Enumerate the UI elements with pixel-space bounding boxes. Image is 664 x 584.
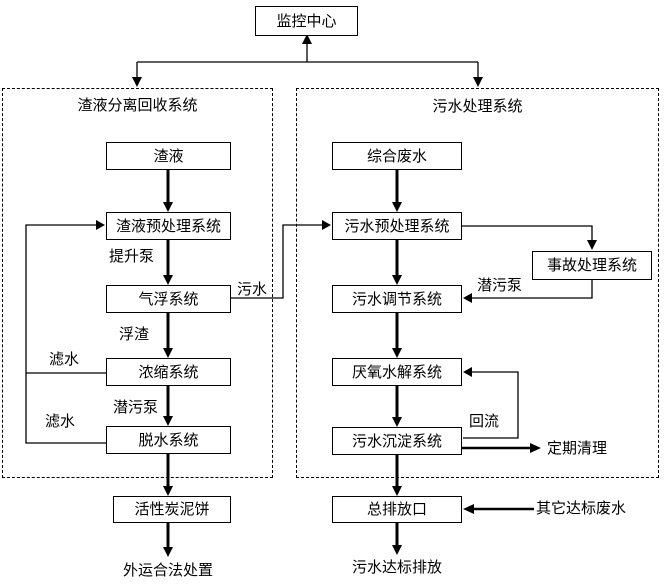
accident-link-out bbox=[462, 225, 597, 250]
sink-compliant-discharge: 污水达标排放 bbox=[351, 558, 442, 576]
node-accident-treatment: 事故处理系统 bbox=[532, 251, 652, 280]
right-flow-arrowheads bbox=[392, 202, 402, 555]
label-filtered-water-lower: 滤水 bbox=[45, 412, 76, 430]
label-scum: 浮渣 bbox=[119, 325, 150, 343]
label-sewage-out: 污水 bbox=[237, 280, 268, 298]
node-slag-liquid: 渣液 bbox=[106, 142, 231, 170]
sink-offsite-disposal: 外运合法处置 bbox=[122, 561, 213, 579]
node-sewage-regulation: 污水调节系统 bbox=[332, 285, 462, 313]
label-submersible-pump-left: 潜污泵 bbox=[113, 398, 159, 416]
monitor-center-node: 监控中心 bbox=[255, 6, 358, 36]
slag-separation-panel bbox=[2, 88, 273, 478]
sewage-panel-title: 污水处理系统 bbox=[432, 97, 523, 115]
label-filtered-water-upper: 滤水 bbox=[49, 350, 80, 368]
monitor-links bbox=[136, 39, 479, 79]
sewage-link bbox=[231, 220, 331, 299]
label-periodic-cleaning: 定期清理 bbox=[547, 439, 608, 457]
label-submersible-pump-right: 潜污泵 bbox=[477, 276, 523, 294]
slag-panel-title: 渣液分离回收系统 bbox=[77, 96, 198, 114]
monitor-link-arrowheads bbox=[132, 34, 483, 87]
node-sewage-sedimentation: 污水沉淀系统 bbox=[332, 427, 462, 455]
label-reflux: 回流 bbox=[469, 412, 500, 430]
sewage-treatment-panel bbox=[296, 88, 659, 478]
node-carbon-cake: 活性炭泥饼 bbox=[113, 496, 231, 523]
node-air-flotation: 气浮系统 bbox=[106, 285, 231, 313]
node-combined-wastewater: 综合废水 bbox=[332, 142, 462, 170]
node-concentration: 浓缩系统 bbox=[106, 358, 231, 386]
node-slag-pretreatment: 渣液预处理系统 bbox=[106, 212, 231, 240]
node-main-outfall: 总排放口 bbox=[332, 496, 462, 523]
accident-link-return bbox=[463, 280, 593, 303]
node-dewatering: 脱水系统 bbox=[106, 426, 231, 454]
label-lift-pump: 提升泵 bbox=[109, 247, 155, 265]
left-flow-arrowheads bbox=[163, 202, 173, 557]
node-sewage-pretreatment: 污水预处理系统 bbox=[332, 212, 462, 240]
reflux-loop bbox=[463, 367, 519, 439]
periodic-cleaning-arrow bbox=[462, 443, 541, 453]
other-wastewater-arrow bbox=[463, 504, 534, 514]
filtered-water-loop bbox=[25, 220, 106, 444]
label-other-compliant-wastewater: 其它达标废水 bbox=[536, 499, 627, 517]
node-anaerobic-hydrolysis: 厌氧水解系统 bbox=[332, 358, 462, 386]
